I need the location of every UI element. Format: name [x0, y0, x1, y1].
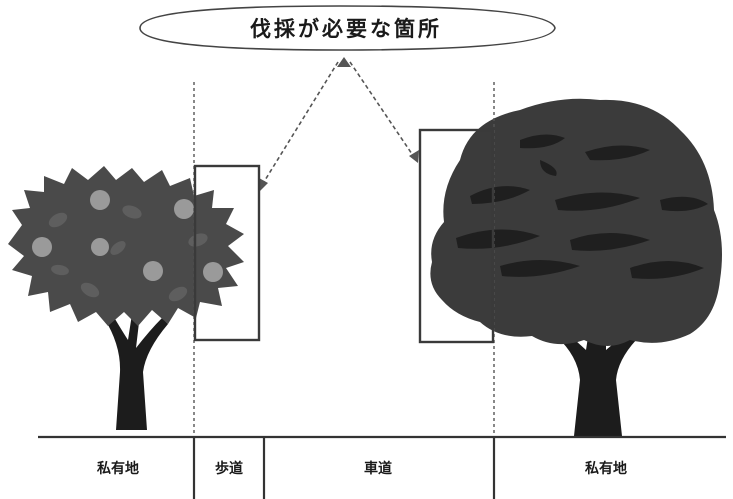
- arrow-left-line: [261, 61, 339, 186]
- leaf: [51, 264, 69, 276]
- foliage-patch: [540, 160, 557, 176]
- leaf: [122, 205, 142, 219]
- callout-ellipse: [139, 5, 556, 51]
- foliage-patch: [470, 186, 530, 204]
- right-tree-dark-patches: [456, 134, 708, 279]
- zone-label-private-left: 私有地: [97, 460, 139, 477]
- flower: [174, 199, 194, 219]
- flower: [143, 261, 163, 281]
- right-pruning-box: [418, 128, 495, 344]
- left-tree: [8, 166, 244, 430]
- callout-arrows: [261, 61, 415, 186]
- flower: [203, 262, 223, 282]
- left-pruning-box: [193, 164, 261, 342]
- foliage-patch: [555, 192, 640, 211]
- arrow-right-line: [349, 61, 415, 158]
- leaf: [110, 241, 126, 255]
- arrow-left-head: [259, 178, 268, 192]
- leaf: [48, 212, 68, 228]
- foliage-patch: [570, 233, 650, 251]
- right-tree: [430, 98, 722, 436]
- leaf: [188, 233, 208, 247]
- zone-label-sidewalk: 歩道: [215, 460, 243, 477]
- foliage-patch: [660, 196, 708, 212]
- foliage-patch: [520, 134, 565, 149]
- zone-label-private-right: 私有地: [585, 460, 627, 477]
- flower: [90, 190, 110, 210]
- callout-label: 伐採が必要な箇所: [250, 17, 442, 41]
- arrow-right-head: [409, 150, 419, 163]
- arrow-origin-head: [337, 57, 351, 67]
- left-tree-flowers: [32, 190, 223, 282]
- leaf: [80, 282, 100, 298]
- flower: [91, 238, 109, 256]
- flower: [32, 237, 52, 257]
- ground: [38, 435, 726, 499]
- callout-bubble: 伐採が必要な箇所: [139, 5, 556, 51]
- foliage-patch: [585, 145, 650, 161]
- right-tree-trunk: [556, 324, 640, 436]
- foliage-patch: [456, 229, 540, 249]
- foliage-patch: [630, 261, 704, 279]
- right-tree-foliage: [430, 98, 722, 346]
- leaf: [168, 286, 188, 302]
- left-tree-trunk: [104, 314, 168, 430]
- left-tree-leaves: [48, 205, 208, 302]
- foliage-patch: [500, 260, 580, 277]
- zone-label-roadway: 車道: [364, 460, 392, 477]
